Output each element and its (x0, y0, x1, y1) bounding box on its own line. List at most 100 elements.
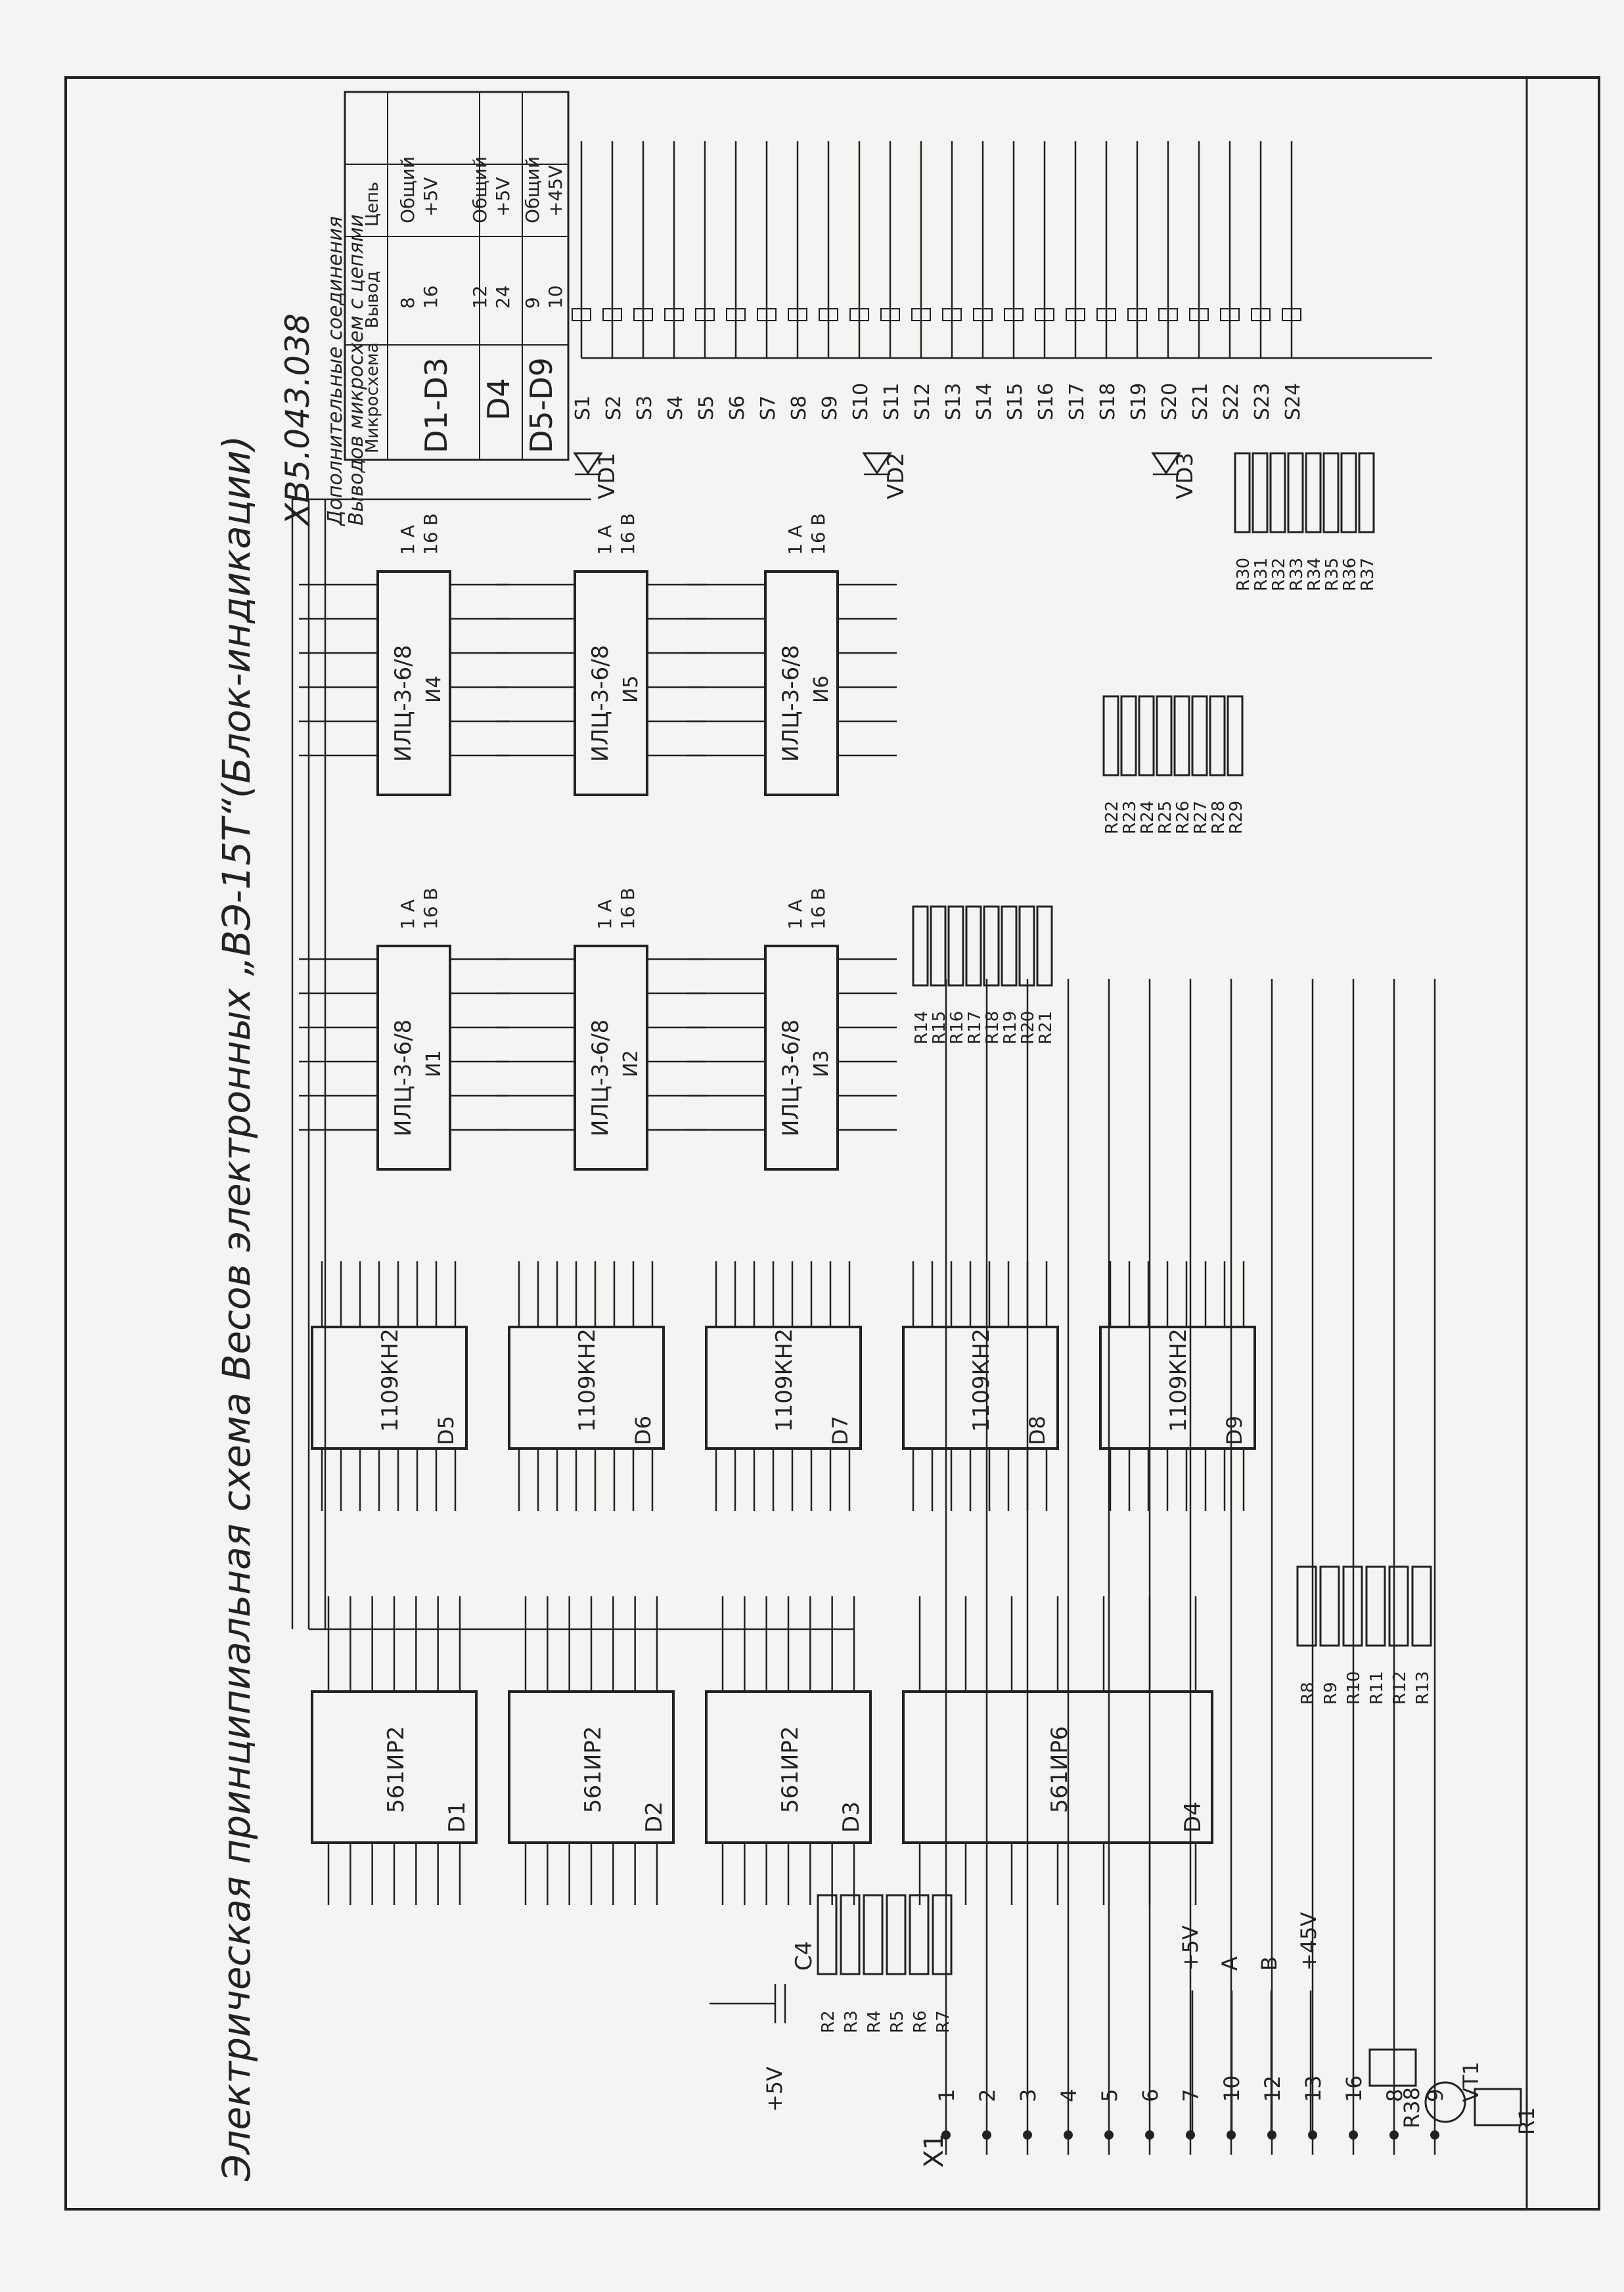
table-pin-c: 12 (469, 285, 491, 309)
display-pin-b-label: 16 B (617, 888, 639, 930)
display-type: ИЛЦ-3-6/8 (587, 645, 614, 762)
switch-label-group: S1 (572, 395, 595, 420)
display-type-group: ИЛЦ-3-6/8 (587, 645, 614, 762)
display-ref-group: И4 (422, 675, 445, 703)
pin-connection-table: Микросхема Вывод Цепь D1-D3 D4 D5-D9 8 1… (344, 91, 570, 461)
switch-label-group: S7 (757, 395, 780, 420)
switch: S6 (726, 308, 749, 420)
counter-chip-type: 561ИР2 (383, 1726, 409, 1813)
switch-label-group: S9 (819, 395, 842, 420)
display-body (376, 945, 451, 1171)
driver-chip-ref: D9 (1222, 1416, 1247, 1445)
resistor-label-group: R33 (1287, 558, 1307, 591)
resistor (1102, 695, 1119, 776)
drawing-frame (64, 76, 1600, 2211)
switch: S8 (788, 308, 811, 420)
driver-chip-type: 1109КН2 (968, 1328, 995, 1432)
display-ref: И4 (422, 675, 445, 703)
driver-chip-type-group: 1109КН2 (377, 1328, 403, 1432)
resistor-label-group: R13 (1413, 1671, 1433, 1705)
table-border (344, 91, 570, 461)
display-pin-b-label: 16 B (617, 513, 639, 555)
display-pin-b-label: 16 B (420, 513, 441, 555)
display-type-group: ИЛЦ-3-6/8 (390, 1020, 417, 1136)
driver-chip-type: 1109КН2 (771, 1328, 798, 1432)
display-type: ИЛЦ-3-6/8 (587, 1020, 614, 1136)
display-pin-b-label: 16 B (807, 888, 829, 930)
diode: VD2 (862, 452, 909, 499)
switch: S7 (757, 308, 780, 420)
resistor (840, 1894, 861, 1975)
resistor-label: R33 (1287, 558, 1307, 591)
note-line-1: Дополнительные соединения (324, 216, 347, 527)
driver-chip-type: 1109КН2 (574, 1328, 600, 1432)
resistor-label-group: R9 (1321, 1682, 1341, 1705)
resistor-label-group: R8 (1298, 1682, 1318, 1705)
display-pin-a-label-group: 1 A (784, 899, 806, 930)
driver-chip-body (705, 1326, 862, 1450)
counter-chip-ref-group: D2 (641, 1801, 667, 1833)
resistor-pack-r8-r13: R8R9R10R11R12R13 (1296, 1565, 1433, 1705)
resistor (1036, 905, 1053, 987)
resistor-label: R35 (1322, 558, 1342, 591)
resistor-label-group: R2 (819, 2010, 838, 2033)
resistor-label-group: R26 (1173, 801, 1193, 834)
switch-label: S6 (726, 395, 749, 420)
resistor-label-group: R31 (1252, 558, 1271, 591)
resistor-label: R30 (1234, 558, 1253, 591)
diode-label-group: VD1 (594, 453, 620, 499)
table-pin-d: 24 (492, 285, 514, 309)
resistor (912, 905, 929, 987)
switch: S22 (1220, 308, 1243, 420)
resistor (1252, 452, 1269, 533)
table-net-d: +5V (492, 177, 514, 217)
resistor-label-group: R30 (1234, 558, 1253, 591)
resistor (1358, 452, 1375, 533)
display-pin-a-label-group: 1 A (594, 899, 616, 930)
display-pin-a-label: 1 A (594, 525, 616, 555)
supply-net-label: B (1257, 1956, 1282, 1971)
switch: S19 (1127, 308, 1150, 420)
diode-symbol (1151, 452, 1181, 475)
display-body (764, 945, 839, 1171)
display-ref-group: И2 (620, 1050, 643, 1077)
resistor-label-group: R14 (912, 1011, 932, 1045)
switch-label-group: S22 (1220, 383, 1243, 420)
resistor-label-group: R32 (1269, 558, 1289, 591)
table-net-e: Общий (522, 156, 543, 223)
resistor (1296, 1565, 1317, 1647)
supply-net-label-group: B (1257, 1956, 1282, 1971)
display-ref: И1 (422, 1050, 445, 1077)
resistor-label-group: R23 (1120, 801, 1140, 834)
switch-label-group: S8 (788, 395, 811, 420)
switch-label-group: S12 (911, 383, 934, 420)
resistor-r38: R38 (1368, 2048, 1424, 2128)
drawing-title: Электрическая принципиальная схема Весов… (214, 436, 259, 2182)
display-type: ИЛЦ-3-6/8 (778, 1020, 804, 1136)
counter-chip-ref-group: D1 (444, 1801, 470, 1833)
resistor (1474, 2088, 1522, 2126)
resistor-r1-label: R1 (1514, 2107, 1539, 2135)
resistor-label: R26 (1173, 801, 1193, 834)
resistor-label: R37 (1358, 558, 1378, 591)
resistor (930, 905, 947, 987)
driver-chip-ref-group: D6 (631, 1416, 656, 1445)
note-group-2: Выводов микросхем с цепями (345, 214, 368, 526)
display-ref-group: И3 (810, 1050, 833, 1077)
resistor-label: R14 (912, 1011, 932, 1045)
driver-chip-body (311, 1326, 468, 1450)
table-chip-d4: D4 (481, 378, 516, 420)
switch-label-group: S14 (973, 383, 996, 420)
table-header-net: Цепь (363, 181, 382, 227)
resistor-label: R34 (1305, 558, 1324, 591)
transistor-vt1: VT1 (1424, 2061, 1483, 2123)
driver-chip-body (1099, 1326, 1256, 1450)
diode-label: VD2 (883, 453, 909, 499)
resistor (817, 1894, 838, 1975)
switch-label: S16 (1035, 383, 1058, 420)
